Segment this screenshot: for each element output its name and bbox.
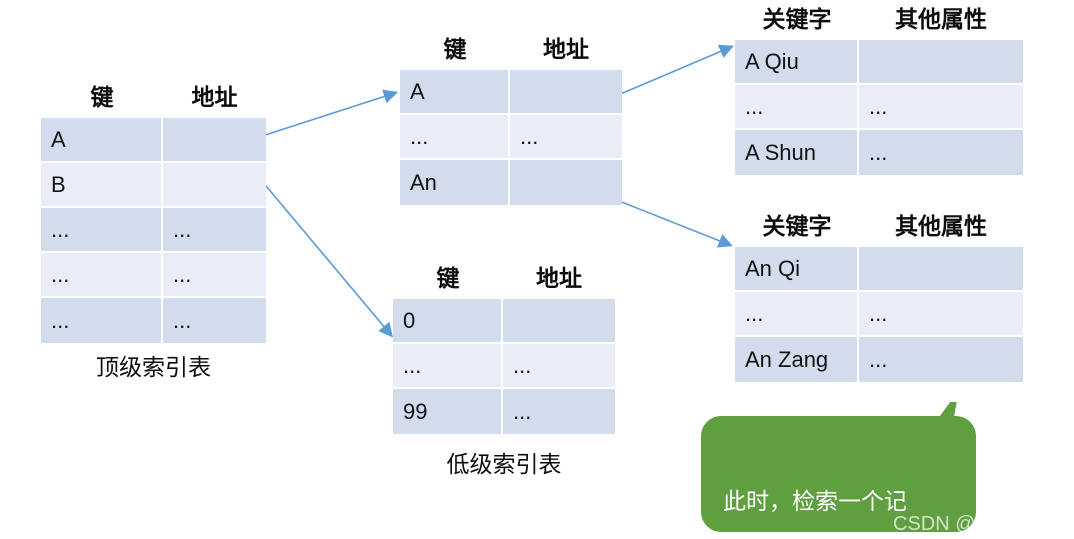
cell-keyword: ... <box>735 85 859 130</box>
cell-key: 99 <box>393 389 503 434</box>
arrow-top-to-mid-lower <box>255 173 394 338</box>
column-header-address: 地址 <box>191 85 238 110</box>
column-header-key: 键 <box>90 85 114 110</box>
table-top-index: 键 地址 A B ... ... ... ... ... . <box>41 78 266 343</box>
cell-other-attrs: ... <box>859 130 1023 175</box>
table-header-row: 关键字 其他属性 <box>735 207 1023 247</box>
callout-annotation: 此时，检索一个记 录平均需要查找 50+50+50 = 150 次 <box>701 390 976 532</box>
table-row: A Shun ... <box>735 130 1023 175</box>
table-row: ... ... <box>735 85 1023 130</box>
cell-address: ... <box>163 298 266 343</box>
column-header-key: 键 <box>443 37 467 62</box>
table-row: An Qi <box>735 247 1023 292</box>
table-row: ... ... <box>735 292 1023 337</box>
cell-key: A <box>400 70 510 115</box>
table-row: ... ... <box>41 253 266 298</box>
table-row: ... ... <box>41 298 266 343</box>
callout-text-block: 此时，检索一个记 录平均需要查找 50+50+50 = 150 次 <box>723 424 961 539</box>
column-header-other-attrs: 其他属性 <box>895 7 987 32</box>
table-row: An <box>400 160 622 205</box>
cell-address: ... <box>503 389 615 434</box>
cell-other-attrs: ... <box>859 85 1023 130</box>
table-row: ... ... <box>400 115 622 160</box>
cell-other-attrs: ... <box>859 292 1023 337</box>
cell-address: ... <box>163 253 266 298</box>
table-row: An Zang ... <box>735 337 1023 382</box>
arrow-mid-upper-a-to-records <box>603 44 734 102</box>
cell-key: ... <box>400 115 510 160</box>
cell-key: A <box>41 118 163 163</box>
table-header-row: 关键字 其他属性 <box>735 0 1023 40</box>
cell-key: ... <box>41 253 163 298</box>
cell-keyword: An Qi <box>735 247 859 292</box>
cell-key: An <box>400 160 510 205</box>
cell-key: ... <box>41 208 163 253</box>
table-row: 99 ... <box>393 389 615 434</box>
arrow-mid-upper-an-to-records <box>603 194 733 248</box>
callout-line-1: 此时，检索一个记 <box>723 489 907 514</box>
cell-key: ... <box>393 344 503 389</box>
cell-address: ... <box>510 115 622 160</box>
table-row: A <box>41 118 266 163</box>
table-right-lower-records: 关键字 其他属性 An Qi ... ... An Zang ... <box>735 207 1023 382</box>
arrow-top-to-mid-upper <box>258 89 399 138</box>
cell-address: ... <box>503 344 615 389</box>
caption-low-index-table: 低级索引表 <box>446 452 562 477</box>
table-row: ... ... <box>393 344 615 389</box>
table-row: B <box>41 163 266 208</box>
column-header-address: 地址 <box>543 37 589 62</box>
table-header-row: 键 地址 <box>400 30 622 70</box>
cell-key: ... <box>41 298 163 343</box>
cell-other-attrs <box>859 247 1023 292</box>
table-header-row: 键 地址 <box>393 259 615 299</box>
cell-address <box>163 163 266 208</box>
column-header-keyword: 关键字 <box>762 7 832 32</box>
column-header-key: 键 <box>436 266 460 291</box>
cell-address <box>510 160 622 205</box>
column-header-keyword: 关键字 <box>762 214 832 239</box>
cell-address <box>163 118 266 163</box>
table-header-row: 键 地址 <box>41 78 266 118</box>
cell-keyword: An Zang <box>735 337 859 382</box>
cell-key: B <box>41 163 163 208</box>
cell-keyword: A Shun <box>735 130 859 175</box>
table-mid-lower-index: 键 地址 0 ... ... 99 ... <box>393 259 615 434</box>
table-row: A <box>400 70 622 115</box>
cell-other-attrs: ... <box>859 337 1023 382</box>
cell-key: 0 <box>393 299 503 344</box>
cell-address <box>503 299 615 344</box>
column-header-other-attrs: 其他属性 <box>895 214 987 239</box>
table-right-upper-records: 关键字 其他属性 A Qiu ... ... A Shun ... <box>735 0 1023 175</box>
cell-address: ... <box>163 208 266 253</box>
table-row: A Qiu <box>735 40 1023 85</box>
cell-address <box>510 70 622 115</box>
cell-keyword: ... <box>735 292 859 337</box>
table-mid-upper-index: 键 地址 A ... ... An <box>400 30 622 205</box>
table-row: 0 <box>393 299 615 344</box>
column-header-address: 地址 <box>536 266 582 291</box>
watermark: CSDN @花花叔叔 <box>893 513 1056 535</box>
caption-top-index-table: 顶级索引表 <box>96 355 211 380</box>
cell-keyword: A Qiu <box>735 40 859 85</box>
cell-other-attrs <box>859 40 1023 85</box>
table-row: ... ... <box>41 208 266 253</box>
